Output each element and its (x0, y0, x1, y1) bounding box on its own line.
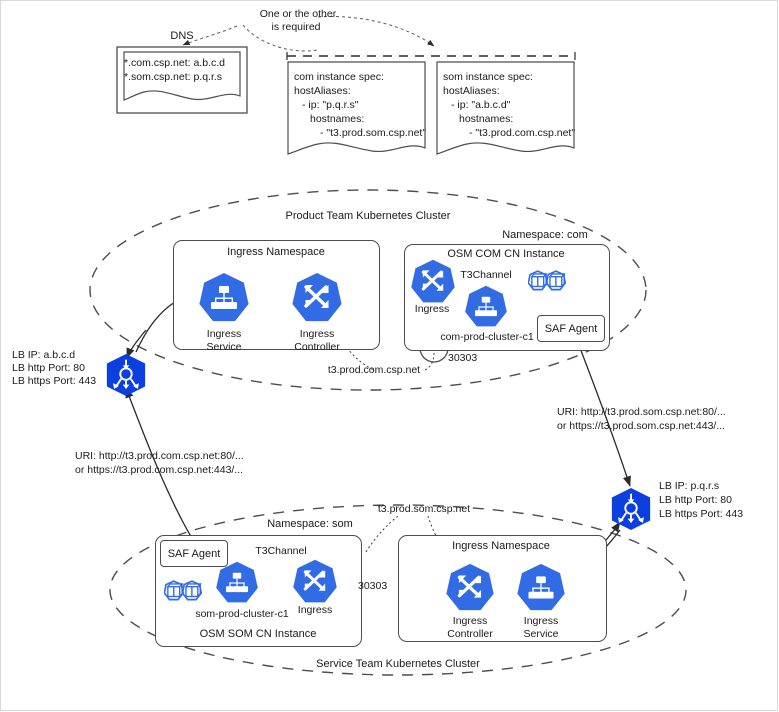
k8s-load-balancer-icon-right[interactable] (606, 487, 656, 531)
k8s-load-balancer-icon-left[interactable] (101, 353, 151, 397)
product-ingress-controller-label-line2: Controller (294, 341, 340, 353)
som-cluster-label: som-prod-cluster-c1 (195, 608, 289, 620)
com-spec-line-4: hostnames: (310, 113, 365, 125)
k8s-pods-icon-som (164, 578, 210, 608)
som-spec-line-5: - "t3.prod.com.csp.net" (469, 127, 576, 139)
som-spec-line-1: som instance spec: (443, 71, 533, 83)
k8s-ingress-controller-icon (291, 271, 343, 323)
lb-right-uri-line1: URI: http://t3.prod.som.csp.net:80/... (557, 406, 726, 418)
com-node-port-label: 30303 (448, 352, 478, 364)
lb-right-ip: LB IP: p.q.r.s (659, 480, 720, 492)
k8s-ingress-controller-icon-bottom (445, 562, 495, 612)
dns-title: DNS (170, 30, 194, 42)
service-ingress-service-label-line2: Service (523, 628, 559, 640)
som-ingress-label: Ingress (297, 604, 333, 616)
lb-right-http-port: LB http Port: 80 (659, 494, 732, 506)
service-ingress-controller-label-line2: Controller (447, 628, 493, 640)
som-hostname-label: t3.prod.som.csp.net (377, 503, 471, 515)
service-ingress-service-label-line1: Ingress (523, 615, 559, 627)
lb-left-ip: LB IP: a.b.c.d (12, 349, 76, 361)
one-or-the-other-note-line1: One or the other (259, 8, 337, 20)
som-spec-line-3: - ip: "a.b.c.d" (451, 99, 511, 111)
com-ingress-label: Ingress (414, 303, 450, 315)
service-namespace-label: Namespace: som (267, 518, 353, 530)
service-ingress-controller-label-line1: Ingress (452, 615, 488, 627)
com-saf-agent-box[interactable]: SAF Agent (537, 315, 605, 342)
k8s-ingress-controller-icon-com (410, 258, 456, 304)
lb-left-uri-line1: URI: http://t3.prod.com.csp.net:80/... (75, 450, 244, 462)
com-hostname-label: t3.prod.com.csp.net (327, 364, 421, 376)
service-cluster-label: Service Team Kubernetes Cluster (316, 658, 480, 670)
k8s-service-icon-bottom (516, 562, 566, 612)
lb-left-https-port: LB https Port: 443 (12, 375, 97, 387)
lb-left-uri-line2: or https://t3.prod.com.csp.net:443/... (75, 464, 244, 476)
service-ingress-namespace-title: Ingress Namespace (452, 540, 550, 552)
k8s-service-icon-com (464, 284, 508, 328)
som-saf-agent-box[interactable]: SAF Agent (160, 540, 228, 567)
one-or-the-other-note-line2: is required (271, 21, 321, 33)
k8s-service-icon-som (215, 560, 259, 604)
com-spec-line-1: com instance spec: (294, 71, 384, 83)
osm-com-cn-instance-title: OSM COM CN Instance (447, 248, 565, 260)
k8s-pods-icon-com (528, 268, 574, 298)
product-ingress-namespace-title: Ingress Namespace (227, 246, 325, 258)
osm-som-cn-instance-title: OSM SOM CN Instance (199, 628, 317, 640)
lb-right-uri-line2: or https://t3.prod.som.csp.net:443/... (557, 420, 726, 432)
com-cluster-label: com-prod-cluster-c1 (440, 331, 534, 343)
product-ingress-service-label-line1: Ingress (206, 328, 242, 340)
lb-right-https-port: LB https Port: 443 (659, 508, 744, 520)
com-spec-line-2: hostAliases: (294, 85, 351, 97)
product-ingress-namespace-box (173, 240, 380, 350)
som-saf-agent-label: SAF Agent (167, 547, 221, 560)
som-node-port-label: 30303 (358, 580, 388, 592)
k8s-ingress-controller-icon-som (292, 558, 338, 604)
product-ingress-service-label-line2: Service (206, 341, 242, 353)
service-ingress-namespace-box (398, 535, 607, 642)
dns-record-2: *.som.csp.net: p.q.r.s (124, 71, 223, 83)
com-t3channel-label: T3Channel (460, 269, 512, 281)
com-spec-line-5: - "t3.prod.som.csp.net" (320, 127, 427, 139)
dns-record-1: *.com.csp.net: a.b.c.d (124, 57, 225, 69)
com-spec-line-3: - ip: "p.q.r.s" (302, 99, 359, 111)
som-spec-line-2: hostAliases: (443, 85, 500, 97)
product-namespace-label: Namespace: com (502, 229, 588, 241)
product-cluster-label: Product Team Kubernetes Cluster (285, 210, 451, 222)
som-t3channel-label: T3Channel (255, 545, 307, 557)
com-saf-agent-label: SAF Agent (544, 322, 598, 335)
som-spec-line-4: hostnames: (459, 113, 514, 125)
k8s-service-icon (198, 271, 250, 323)
product-ingress-controller-label-line1: Ingress (299, 328, 335, 340)
lb-left-http-port: LB http Port: 80 (12, 362, 85, 374)
